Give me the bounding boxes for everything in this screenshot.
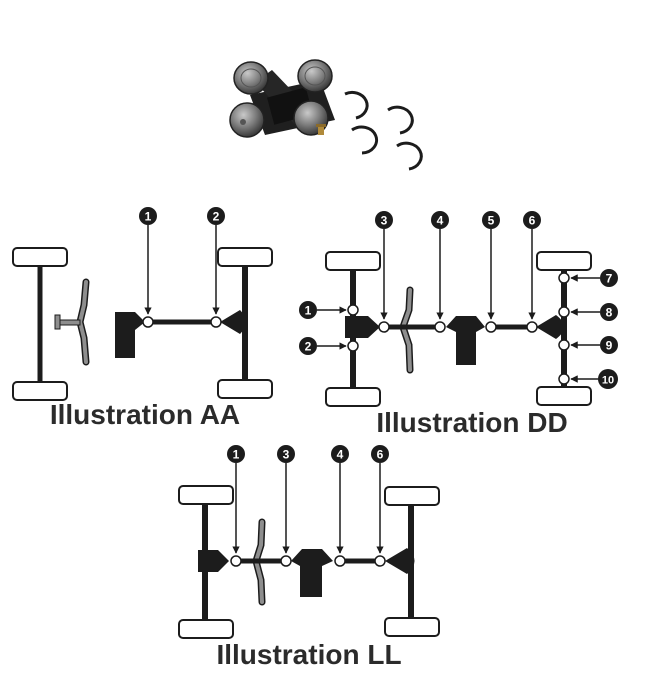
callout-number: 9 — [606, 339, 613, 353]
steering-component — [54, 278, 90, 366]
illustration-title: Illustration LL — [216, 639, 401, 670]
callout-number: 1 — [305, 304, 312, 318]
front-differential — [345, 316, 380, 338]
bearing-cap-bottom-left — [229, 102, 265, 138]
callout-number: 3 — [283, 448, 290, 462]
callout-6: 6 — [371, 445, 389, 554]
u-joint-location-6 — [374, 555, 386, 567]
illustration-title: Illustration AA — [50, 399, 240, 430]
rear-differential — [385, 548, 415, 574]
callout-1: 1 — [227, 445, 245, 554]
wheel-front-right — [325, 387, 381, 407]
u-joint-location-1 — [347, 304, 359, 316]
wheel-front-left — [12, 247, 68, 267]
callout-number: 2 — [305, 340, 312, 354]
u-joint-location-3 — [280, 555, 292, 567]
callout-5: 5 — [482, 211, 500, 320]
u-joint-location-7 — [558, 272, 570, 284]
front-differential — [198, 550, 229, 572]
u-joint-location-6 — [526, 321, 538, 333]
callout-4: 4 — [331, 445, 349, 554]
u-joint-location-4 — [334, 555, 346, 567]
rear-axle — [384, 486, 440, 637]
callout-number: 1 — [145, 210, 152, 224]
u-joint-location-1 — [142, 316, 154, 328]
front-axle — [12, 247, 68, 401]
callout-2: 2 — [207, 207, 225, 315]
snap-ring — [344, 90, 369, 120]
u-joint-location-10 — [558, 373, 570, 385]
wheel-rear-left — [536, 251, 592, 271]
rear-axle — [536, 251, 592, 406]
u-joint-location-2 — [210, 316, 222, 328]
differential — [220, 310, 246, 334]
illustration-title: Illustration DD — [376, 407, 567, 438]
transmission — [115, 312, 145, 358]
bearing-cap-top-right — [297, 59, 333, 93]
callout-1: 1 — [139, 207, 157, 315]
u-joint-location-8 — [558, 306, 570, 318]
wheel-rear-left — [217, 247, 273, 267]
callout-10: 10 — [570, 369, 618, 389]
wheel-rear-right — [384, 617, 440, 637]
wheel-rear-right — [217, 379, 273, 399]
wheel-front-right — [178, 619, 234, 639]
callout-4: 4 — [431, 211, 449, 320]
callout-number: 3 — [381, 214, 388, 228]
transfer-case — [291, 549, 333, 597]
callout-number: 6 — [529, 214, 536, 228]
wheel-front-left — [178, 485, 234, 505]
u-joint-location-5 — [485, 321, 497, 333]
snap-ring — [387, 105, 414, 135]
transfer-case — [446, 316, 485, 365]
callout-9: 9 — [570, 336, 618, 354]
callout-number: 4 — [437, 214, 444, 228]
callout-number: 6 — [377, 448, 384, 462]
callout-6: 6 — [523, 211, 541, 320]
callout-number: 8 — [606, 306, 613, 320]
callout-number: 2 — [213, 210, 220, 224]
rear-differential — [536, 315, 564, 339]
front-axle — [325, 251, 381, 407]
callout-number: 7 — [606, 272, 613, 286]
front-axle — [178, 485, 234, 639]
u-joint-location-2 — [347, 340, 359, 352]
wheel-rear-left — [384, 486, 440, 506]
callout-number: 1 — [233, 448, 240, 462]
callout-8: 8 — [570, 303, 618, 321]
illustration-ll: 1 3 4 6 Illustration LL — [178, 445, 440, 670]
wheel-front-left — [325, 251, 381, 271]
grease-fitting-icon — [316, 124, 326, 135]
callout-2: 2 — [299, 337, 347, 355]
universal-joint-image — [229, 59, 423, 171]
u-joint-location-3 — [378, 321, 390, 333]
callout-number: 10 — [602, 375, 614, 387]
callout-number: 5 — [488, 214, 495, 228]
wheel-front-right — [12, 381, 68, 401]
illustration-aa: 1 2 Illustration AA — [12, 207, 273, 430]
callout-1: 1 — [299, 301, 347, 319]
u-joint-location-4 — [434, 321, 446, 333]
callout-3: 3 — [375, 211, 393, 320]
u-joint-location-9 — [558, 339, 570, 351]
callout-number: 4 — [337, 448, 344, 462]
snap-rings — [344, 90, 423, 171]
bearing-cap-top-left — [233, 61, 269, 95]
u-joint-location-1 — [230, 555, 242, 567]
rear-axle — [217, 247, 273, 399]
callout-3: 3 — [277, 445, 295, 554]
snap-ring — [351, 125, 379, 155]
snap-ring — [396, 141, 423, 171]
wheel-rear-right — [536, 386, 592, 406]
illustration-dd: 1 2 3 4 5 6 — [299, 211, 618, 438]
callout-7: 7 — [570, 269, 618, 287]
